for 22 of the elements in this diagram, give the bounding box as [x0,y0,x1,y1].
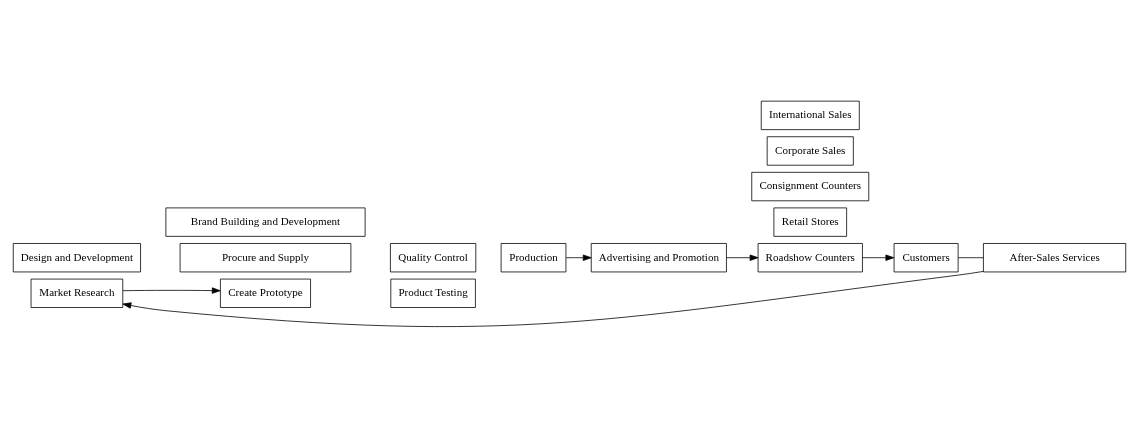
arrow [565,254,592,261]
node-box: Corporate Sales [766,135,854,166]
node-box: Market Research [30,278,124,308]
arrow [122,286,221,294]
node-box: Roadshow Counters [757,242,863,272]
node-box: Consignment Counters [751,171,870,201]
node-box: After-Sales Services [983,242,1127,272]
node-box: Design and Development [12,242,141,272]
node-box: Customers [893,242,959,272]
node-box: Create Prototype [220,278,311,308]
arrow [862,254,895,261]
node-box: Quality Control [390,242,477,272]
node-box: Retail Stores [773,207,848,237]
node-box: Production [500,242,567,272]
node-box: Procure and Supply [179,242,352,272]
node-box: Advertising and Promotion [590,242,727,272]
node-box: Product Testing [390,278,476,308]
connector [957,256,984,258]
node-box: International Sales [760,100,860,130]
arrow [122,270,984,327]
node-box: Brand Building and Development [165,207,366,237]
arrow [726,254,759,261]
